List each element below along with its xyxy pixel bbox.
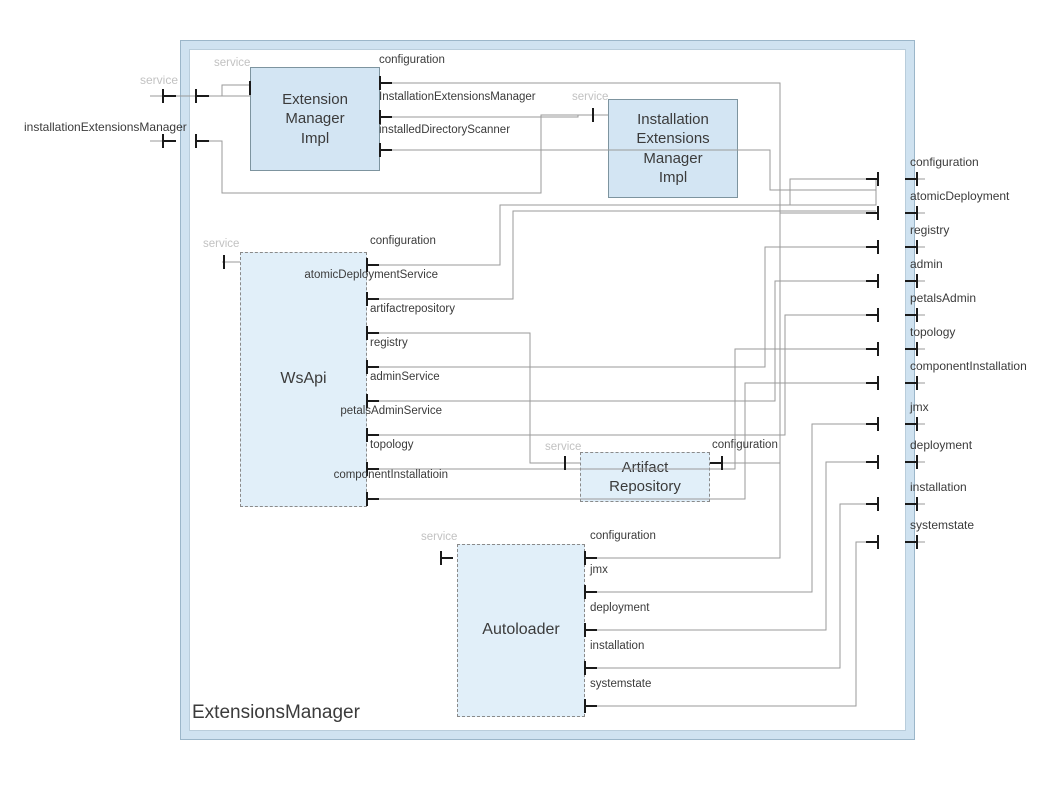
ext-port-label-configuration: configuration: [910, 155, 979, 169]
port-label-auto-installation: installation: [590, 640, 645, 652]
port-label-wsapi-configuration: configuration: [370, 235, 436, 247]
port-label-auto-systemstate: systemstate: [590, 678, 652, 690]
component-autoloader[interactable]: Autoloader: [457, 544, 585, 717]
port-label-ar-configuration: configuration: [712, 439, 778, 451]
port-label-emi-service: service: [214, 57, 251, 69]
ext-port-label-systemstate: systemstate: [910, 518, 975, 532]
ext-port-label-registry: registry: [910, 223, 950, 237]
port-label-wsapi-artifactrepository: artifactrepository: [370, 303, 456, 315]
port-label-wsapi-petalsAdminService: petalsAdminService: [340, 405, 442, 417]
port-label-auto-jmx: jmx: [590, 564, 608, 576]
component-label: Autoloader: [482, 621, 560, 639]
ext-port-label-admin: admin: [910, 257, 943, 271]
ext-port-label-componentInstallation: componentInstallation: [910, 359, 1027, 373]
port-marker: [162, 134, 176, 148]
port-label-ar-service: service: [545, 441, 582, 453]
ext-port-label-atomicDeployment: atomicDeployment: [910, 189, 1010, 203]
page-title: ExtensionsManager: [192, 702, 360, 723]
port-label-wsapi-topology: topology: [370, 439, 414, 451]
ext-port-label-installation: installation: [910, 480, 967, 494]
port-label-wsapi-service: service: [203, 238, 240, 250]
component-wsapi[interactable]: WsApi: [240, 252, 367, 507]
port-label-wsapi-componentInstallatioin: componentInstallatioin: [333, 469, 448, 481]
port-label-wsapi-registry: registry: [370, 337, 408, 349]
port-label-wsapi-atomicDeploymentService: atomicDeploymentService: [304, 269, 438, 281]
port-label-auto-deployment: deployment: [590, 602, 650, 614]
ext-port-label-deployment: deployment: [910, 438, 973, 452]
port-label-emi-installationExtensionsManager: InstallationExtensionsManager: [379, 91, 536, 103]
ext-port-label-topology: topology: [910, 325, 956, 339]
ext-port-label-installationExtensionsManager: installationExtensionsManager: [24, 120, 187, 134]
port-label-auto-configuration: configuration: [590, 530, 656, 542]
ext-port-label-service: service: [140, 73, 179, 87]
ext-port-label-jmx: jmx: [910, 400, 929, 414]
port-label-auto-service: service: [421, 531, 458, 543]
port-label-emi-configuration: configuration: [379, 54, 445, 66]
port-label-emi-installedDirectoryScanner: installedDirectoryScanner: [379, 124, 511, 136]
port-label-wsapi-adminService: adminService: [370, 371, 440, 383]
port-label-iemi-service: service: [572, 91, 609, 103]
ext-port-label-petalsAdmin: petalsAdmin: [910, 291, 977, 305]
component-label: WsApi: [280, 370, 327, 388]
port-marker: [162, 89, 176, 103]
